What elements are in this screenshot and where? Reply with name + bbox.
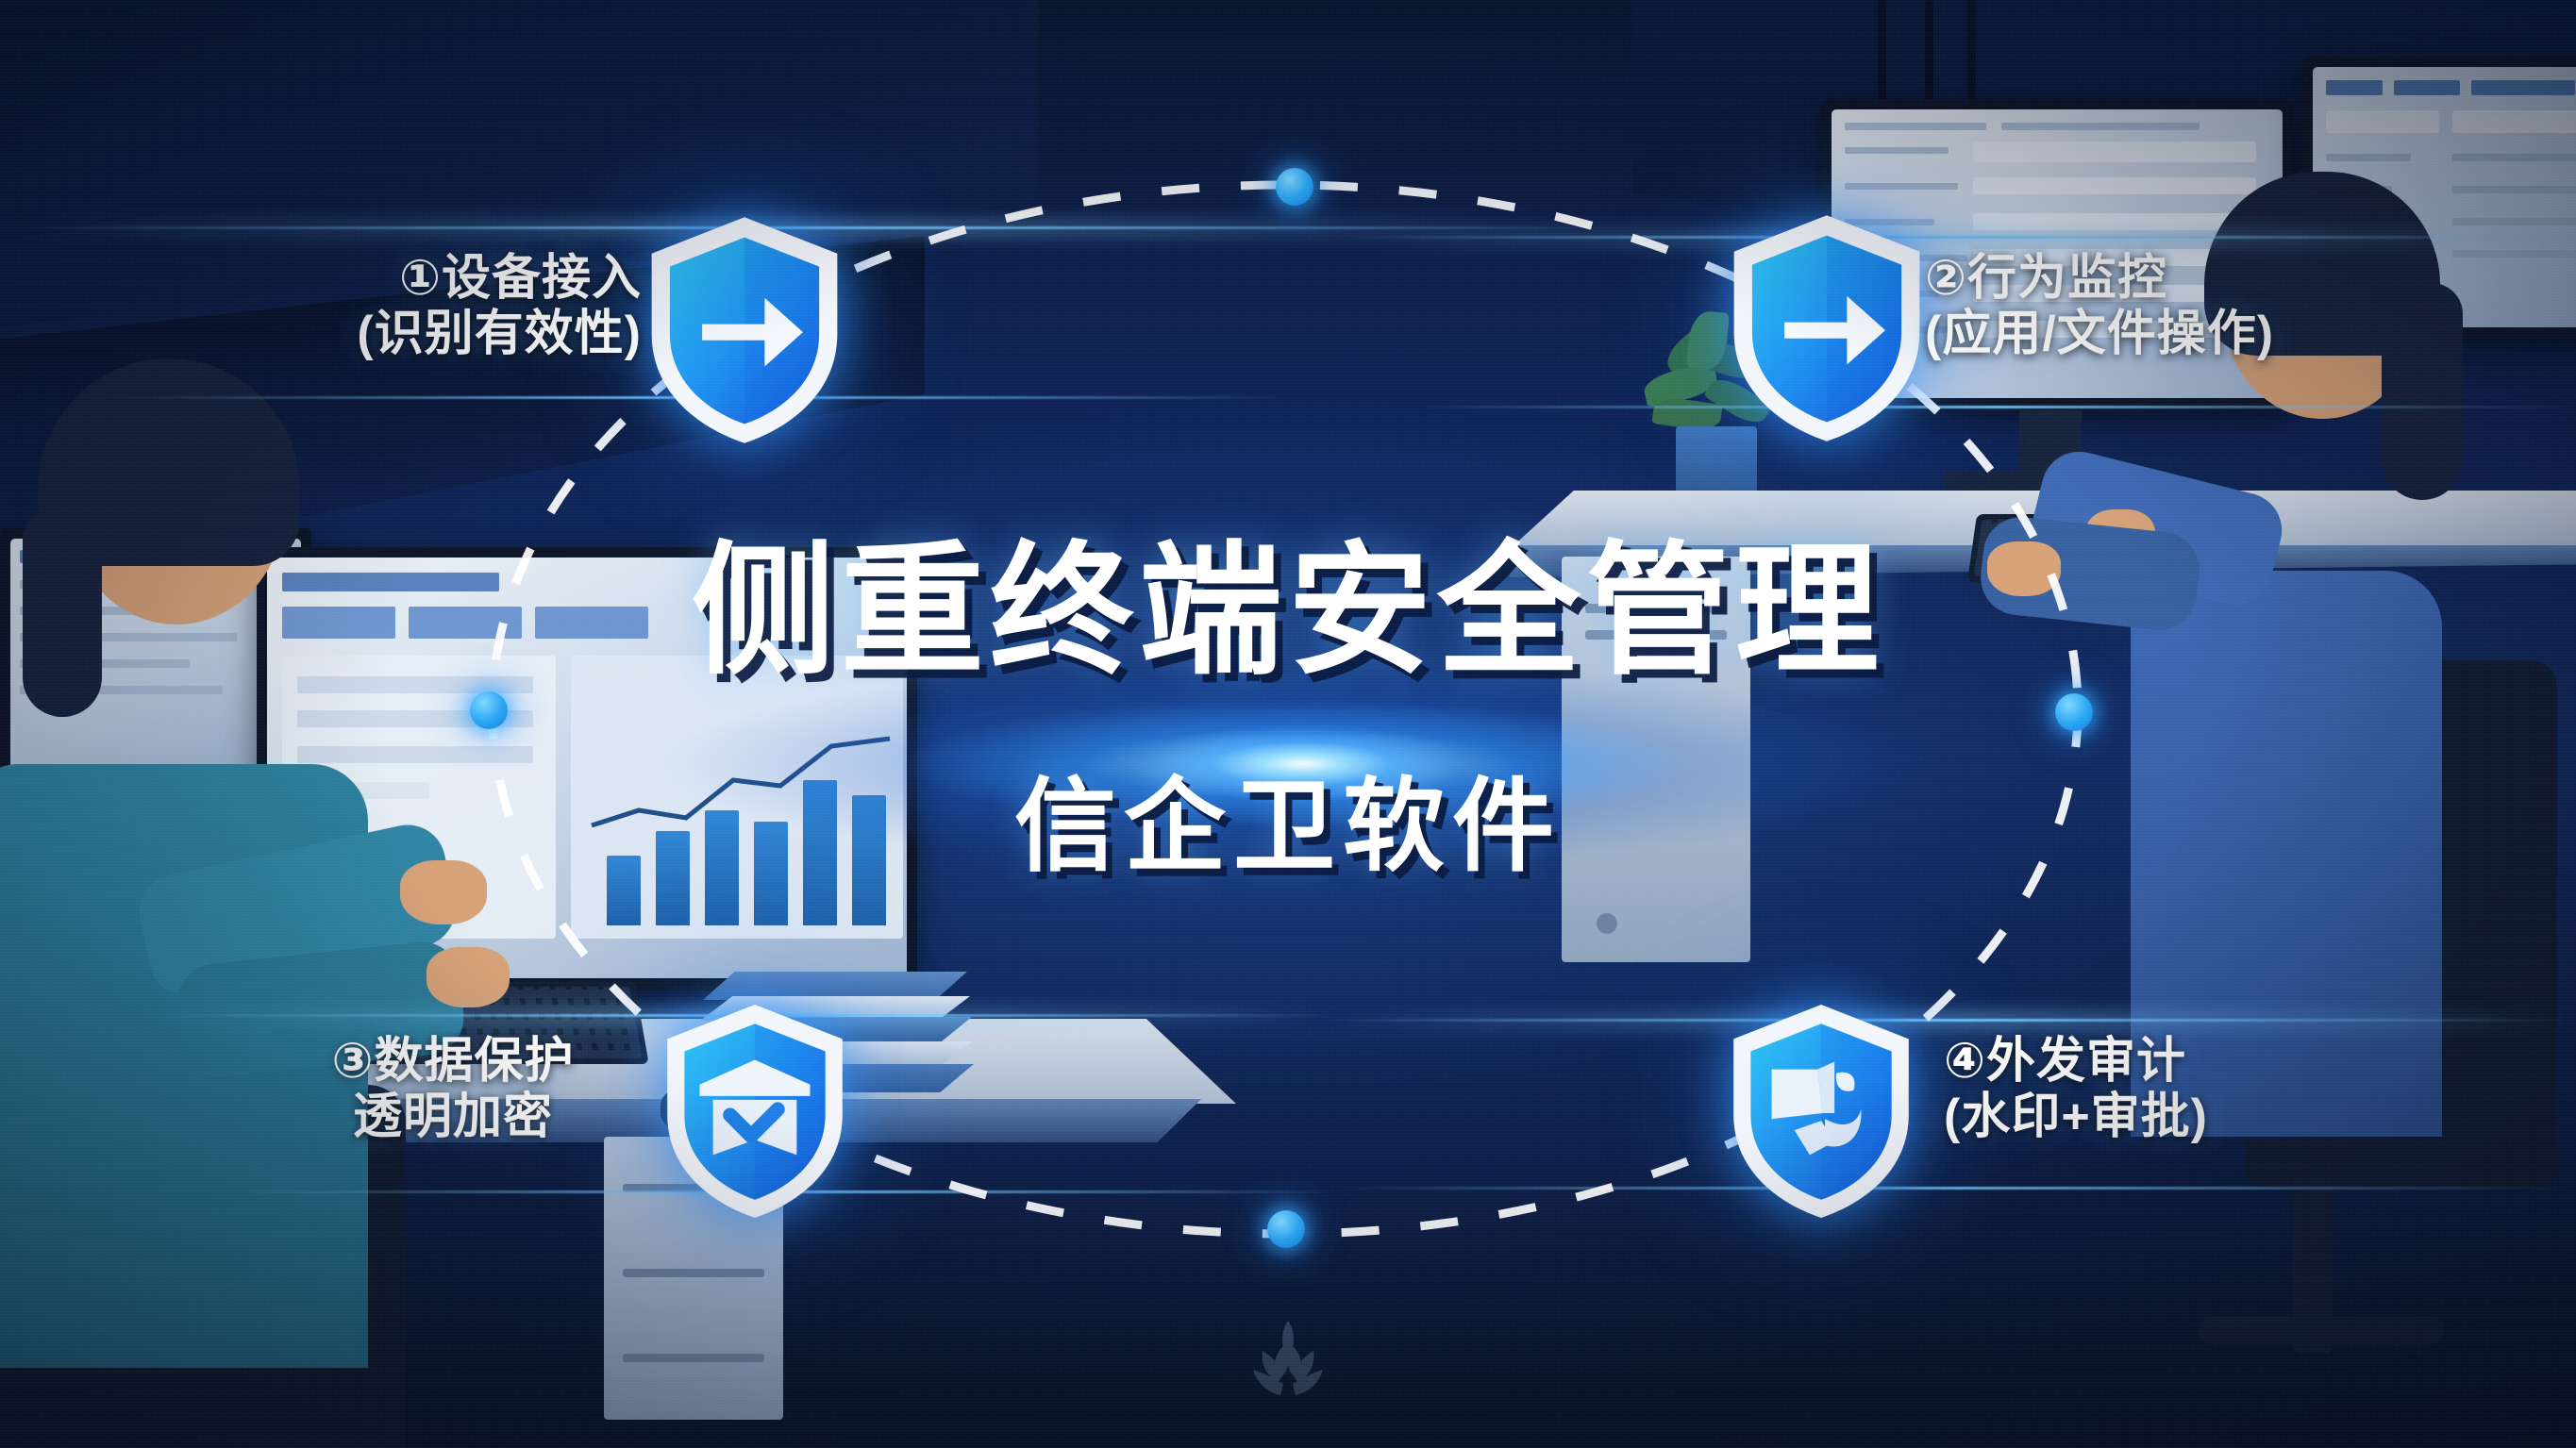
feature-1-line1: ①设备接入 (398, 251, 642, 306)
feature-label-1: ①设备接入 (识别有效性) (274, 251, 642, 363)
title-sub-text: 信企卫软件 (1013, 769, 1562, 883)
pc-tower-button (1597, 913, 1617, 934)
feature-4-line2: (水印+审批) (1944, 1090, 2209, 1145)
shield-arrow-icon (644, 213, 845, 447)
drawer-handle-2 (623, 1269, 764, 1277)
feature-3-line1: ③数据保护 (331, 1034, 575, 1089)
feature-1-line2: (识别有效性) (357, 307, 642, 362)
feature-label-3: ③数据保护 透明加密 (264, 1034, 642, 1146)
page-subtitle: 信企卫软件 (486, 775, 2090, 877)
feature-3-line2: 透明加密 (352, 1090, 553, 1145)
title-main-text: 侧重终端安全管理 (692, 531, 1884, 691)
feature-label-2: ②行为监控 (应用/文件操作) (1925, 251, 2548, 363)
orbit-node-top (1276, 168, 1313, 206)
shield-lock-check-icon (660, 1001, 850, 1222)
feature-4-line1: ④外发审计 (1944, 1034, 2187, 1089)
shield-arrow-icon-2 (1726, 211, 1928, 445)
drawer-handle-3 (623, 1354, 764, 1362)
orbit-node-right (2055, 693, 2093, 731)
page-title: 侧重终端安全管理 (486, 540, 2090, 683)
feature-label-4: ④外发审计 (水印+审批) (1944, 1034, 2529, 1146)
orbit-node-bottom (1267, 1210, 1305, 1248)
leaf-logo-icon (1247, 1319, 1329, 1419)
feature-2-line1: ②行为监控 (1925, 251, 2168, 306)
orbit-node-left (470, 691, 508, 729)
feature-2-line2: (应用/文件操作) (1925, 307, 2275, 362)
shield-document-icon (1726, 1001, 1916, 1222)
